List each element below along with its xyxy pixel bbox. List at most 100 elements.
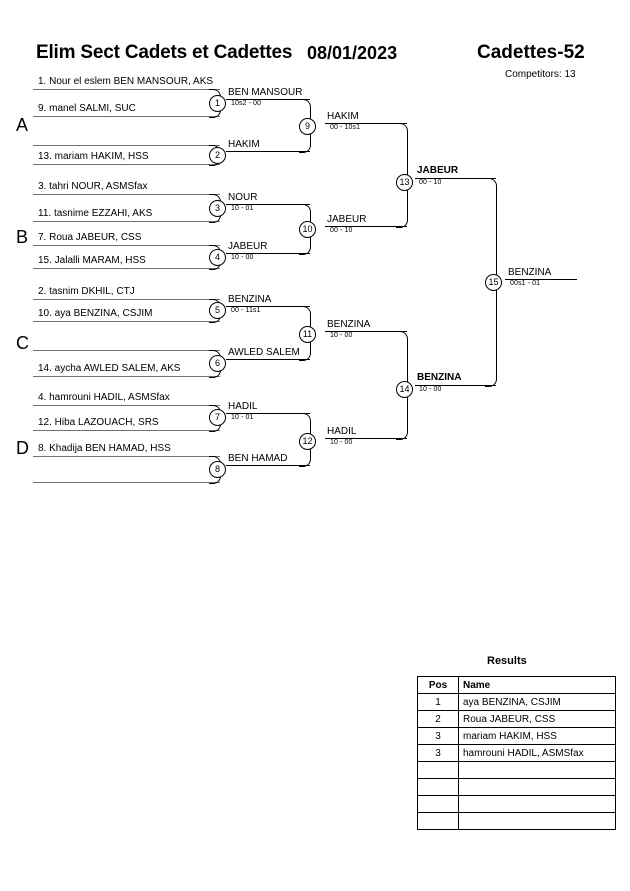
- match-score: 00 - 10s1: [330, 124, 361, 131]
- match-number-bubble[interactable]: 2: [209, 147, 226, 164]
- result-position: 2: [417, 710, 459, 728]
- match-winner-name: NOUR: [228, 192, 258, 203]
- match-winner-name: HADIL: [228, 401, 258, 412]
- competitor-entry: 13. mariam HAKIM, HSS: [38, 151, 149, 162]
- match-number-bubble[interactable]: 13: [396, 174, 413, 191]
- match-number-bubble[interactable]: 3: [209, 200, 226, 217]
- result-position: [417, 795, 459, 813]
- entry-underline: [33, 194, 220, 195]
- entry-underline: [33, 116, 220, 117]
- match-number-bubble[interactable]: 1: [209, 95, 226, 112]
- match-score: 00 - 10: [330, 227, 353, 234]
- winner-underline: [226, 465, 310, 466]
- tournament-bracket: [0, 0, 630, 640]
- competitor-entry: 15. Jalalli MARAM, HSS: [38, 255, 146, 266]
- winner-underline: [325, 438, 407, 439]
- table-row: 1 aya BENZINA, CSJIM: [417, 693, 616, 711]
- result-position: 1: [417, 693, 459, 711]
- competitor-entry: 4. hamrouni HADIL, ASMSfax: [38, 392, 170, 403]
- result-position: [417, 812, 459, 830]
- match-score: 10 - 00: [419, 386, 442, 393]
- final-winner-name: BENZINA: [508, 267, 552, 278]
- match-number-bubble[interactable]: 12: [299, 433, 316, 450]
- match-winner-name: HAKIM: [228, 139, 260, 150]
- result-position: 3: [417, 727, 459, 745]
- match-winner-name: JABEUR: [327, 214, 367, 225]
- competitor-entry: 10. aya BENZINA, CSJIM: [38, 308, 153, 319]
- competitor-entry: 14. aycha AWLED SALEM, AKS: [38, 363, 181, 374]
- result-name: [458, 812, 616, 830]
- competitor-entry: 9. manel SALMI, SUC: [38, 103, 136, 114]
- entry-underline: [33, 430, 220, 431]
- entry-underline: [33, 482, 220, 483]
- entry-underline: [33, 350, 220, 351]
- match-number-bubble[interactable]: 8: [209, 461, 226, 478]
- table-row: 3 mariam HAKIM, HSS: [417, 727, 616, 745]
- competitor-entry: 1. Nour el eslem BEN MANSOUR, AKS: [38, 76, 214, 87]
- result-name: [458, 761, 616, 779]
- winner-underline: [415, 385, 496, 386]
- result-position: 3: [417, 744, 459, 762]
- competitor-entry: 7. Roua JABEUR, CSS: [38, 232, 142, 243]
- entry-underline: [33, 245, 220, 246]
- winner-underline: [226, 359, 310, 360]
- competitor-entry: 2. tasnim DKHIL, CTJ: [38, 286, 135, 297]
- result-name: Roua JABEUR, CSS: [458, 710, 616, 728]
- match-winner-name: JABEUR: [228, 241, 268, 252]
- table-row: 2 Roua JABEUR, CSS: [417, 710, 616, 728]
- group-label-a: A: [16, 115, 29, 135]
- match-score: 00 - 10: [419, 179, 442, 186]
- entry-underline: [33, 376, 220, 377]
- weight-category-title: Cadettes-52: [477, 42, 585, 63]
- match-number-bubble[interactable]: 7: [209, 409, 226, 426]
- competitors-count: Competitors: 13: [505, 69, 576, 80]
- column-header-name: Name: [458, 676, 616, 694]
- match-score: 10 - 00: [330, 332, 353, 339]
- winner-underline: [325, 226, 407, 227]
- table-row: [417, 761, 616, 779]
- match-number-bubble[interactable]: 14: [396, 381, 413, 398]
- result-name: mariam HAKIM, HSS: [458, 727, 616, 745]
- match-winner-name: BENZINA: [417, 372, 462, 383]
- results-title: Results: [487, 655, 527, 667]
- competitor-entry: 11. tasnime EZZAHI, AKS: [38, 208, 153, 219]
- match-winner-name: BEN MANSOUR: [228, 87, 303, 98]
- result-name: [458, 778, 616, 796]
- match-number-bubble[interactable]: 5: [209, 302, 226, 319]
- result-name: hamrouni HADIL, ASMSfax: [458, 744, 616, 762]
- match-score: 10 - 01: [231, 414, 254, 421]
- match-score: 10s2 - 00: [231, 100, 262, 107]
- column-header-pos: Pos: [417, 676, 459, 694]
- match-winner-name: BENZINA: [327, 319, 371, 330]
- result-name: [458, 795, 616, 813]
- winner-underline: [325, 123, 407, 124]
- entry-underline: [33, 268, 220, 269]
- entry-underline: [33, 405, 220, 406]
- table-row: [417, 778, 616, 796]
- match-winner-name: BENZINA: [228, 294, 272, 305]
- match-score: 00s1 - 01: [510, 280, 541, 287]
- match-number-bubble[interactable]: 4: [209, 249, 226, 266]
- entry-underline: [33, 164, 220, 165]
- competitor-entry: 12. Hiba LAZOUACH, SRS: [38, 417, 159, 428]
- entry-underline: [33, 221, 220, 222]
- entry-underline: [33, 145, 220, 146]
- match-number-bubble[interactable]: 15: [485, 274, 502, 291]
- entry-underline: [33, 299, 220, 300]
- table-row: 3 hamrouni HADIL, ASMSfax: [417, 744, 616, 762]
- match-number-bubble[interactable]: 9: [299, 118, 316, 135]
- match-score: 10 - 00: [330, 439, 353, 446]
- table-header-row: Pos Name: [417, 676, 616, 694]
- winner-underline: [415, 178, 496, 179]
- table-row: [417, 812, 616, 830]
- entry-underline: [33, 89, 220, 90]
- match-number-bubble[interactable]: 11: [299, 326, 316, 343]
- match-number-bubble[interactable]: 6: [209, 355, 226, 372]
- group-label-d: D: [16, 438, 29, 458]
- competitor-entry: 3. tahri NOUR, ASMSfax: [38, 181, 148, 192]
- group-label-c: C: [16, 333, 29, 353]
- entry-underline: [33, 456, 220, 457]
- winner-underline: [325, 331, 407, 332]
- match-score: 10 - 00: [231, 254, 254, 261]
- match-number-bubble[interactable]: 10: [299, 221, 316, 238]
